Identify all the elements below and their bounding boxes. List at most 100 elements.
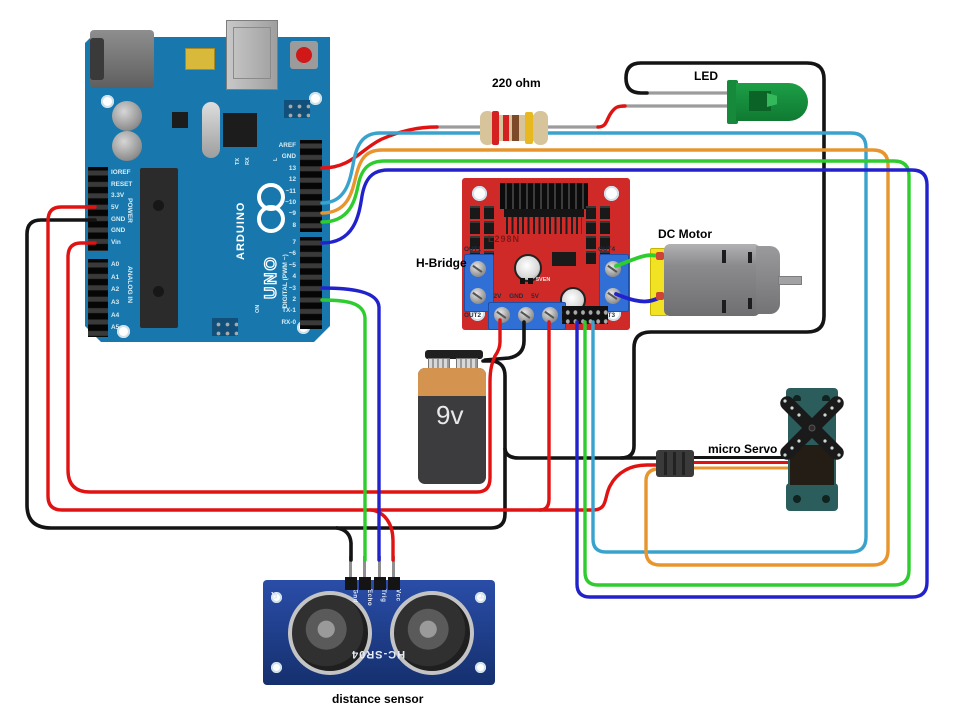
pin-label: GND	[111, 227, 126, 235]
pin-label: A1	[111, 273, 120, 281]
hbridge-label: H-Bridge	[416, 256, 467, 270]
power-terminal-label: 12V GND 5V	[490, 293, 539, 300]
digital-header-top	[300, 140, 322, 232]
pin-label: ~10	[285, 198, 296, 206]
motor-terminal	[656, 292, 664, 300]
wire-blue-out3-motor	[614, 292, 663, 304]
wire-black-hbridge-gnd	[483, 320, 526, 362]
mounting-hole	[309, 92, 322, 105]
pin-label: ~5	[288, 261, 296, 269]
pin-label: A5	[111, 324, 120, 332]
sensor-pin-label: Gnd	[351, 589, 359, 603]
motor-rear	[756, 246, 780, 314]
pin-label: RX-0	[281, 318, 296, 326]
pin-label: A4	[111, 311, 120, 319]
pin-label: TX-1	[282, 307, 296, 315]
capacitor	[514, 254, 542, 282]
pin-label: 8	[292, 221, 296, 229]
icsp-header	[212, 318, 238, 336]
capacitor	[112, 131, 142, 161]
fuse	[185, 48, 215, 70]
band-red	[492, 111, 499, 145]
wire-red-vin-battery-12v	[66, 241, 502, 494]
jumper-label: 5VEN	[536, 277, 551, 283]
usb-port	[226, 20, 278, 90]
wire-red-pin13-resistor	[320, 125, 439, 170]
pin-label: GND	[281, 153, 296, 161]
pin-label: A0	[111, 261, 120, 268]
wire-red-sensor-vcc	[369, 508, 395, 562]
regulator	[552, 252, 576, 266]
wire-blue-pin3-trig	[320, 286, 381, 562]
sensor-header-pins	[345, 556, 405, 590]
band-gold	[525, 112, 533, 144]
capacitor	[112, 101, 142, 131]
wire-black-led-cathode	[619, 61, 826, 460]
wire-red-5v-rail-servo	[46, 205, 661, 512]
pin-label: 12	[288, 176, 296, 184]
servo-connector	[656, 450, 694, 477]
distance-sensor-label: distance sensor	[332, 692, 424, 706]
wire-orange-pin9-servo	[320, 148, 890, 567]
heatsink	[500, 183, 588, 209]
pin-label: A3	[111, 299, 120, 307]
analog-header	[88, 259, 108, 337]
arduino-infinity-logo	[257, 183, 285, 233]
ultrasonic-receiver	[288, 591, 372, 675]
power-header	[88, 167, 108, 251]
pin-label: A2	[111, 286, 120, 294]
pin-label: ~11	[285, 187, 297, 195]
micro-servo-label: micro Servo	[708, 442, 778, 456]
pin-label: 5V	[111, 204, 119, 212]
digital-header-label: DIGITAL (PWM ~)	[282, 254, 289, 308]
pin-label: Vin	[111, 239, 121, 247]
pin-label: 2	[292, 295, 296, 303]
led-label: LED	[694, 69, 718, 83]
digital-header-bottom	[300, 237, 322, 329]
wire-green-out4-motor	[614, 253, 663, 268]
dc-motor	[648, 244, 802, 318]
wire-green-pin2-echo	[320, 298, 367, 562]
led-green	[727, 80, 809, 124]
mounting-hole	[117, 325, 130, 338]
sensor-pin-label: Echo	[365, 589, 373, 607]
pin-label: 13	[288, 164, 296, 172]
resistor-label: 220 ohm	[492, 76, 541, 90]
pin-label: AREF	[278, 142, 296, 149]
battery-clip	[425, 350, 483, 359]
wire-cyan-pin10-hbridge	[320, 131, 868, 554]
pin-label: 4	[292, 273, 296, 281]
chip-label: L298N	[488, 234, 521, 244]
out1-label: OUT1	[464, 246, 482, 253]
control-pin-header	[562, 306, 608, 324]
pin-label: ~3	[288, 284, 296, 292]
arduino-uno-board: ARDUINO UNO TX RX L ON	[85, 37, 330, 342]
led-leads	[620, 91, 734, 108]
wire-black-servo-ground	[503, 447, 694, 460]
wire-red-hbridge-5v	[538, 320, 551, 512]
power-header-label: POWER	[126, 198, 133, 223]
resistor-220ohm	[480, 109, 548, 147]
servo-cross-horn	[780, 396, 844, 460]
battery-band	[418, 368, 486, 396]
band-brown	[512, 115, 519, 141]
wire-green-pin8-hbridge	[320, 159, 911, 587]
pin-label: GND	[111, 215, 126, 223]
motor-shaft	[778, 276, 802, 285]
pin-label: 3.3V	[111, 192, 125, 200]
crystal-oscillator	[202, 102, 220, 158]
out4-label: OUT4	[598, 246, 616, 253]
wire-black-sensor-gnd	[335, 526, 353, 562]
dc-motor-label: DC Motor	[658, 227, 712, 241]
pin-label: ~6	[288, 250, 296, 258]
wire-blue-pin7-hbridge	[320, 168, 929, 599]
analog-header-label: ANALOG IN	[126, 266, 133, 303]
wire-red-resistor-led	[596, 104, 627, 129]
